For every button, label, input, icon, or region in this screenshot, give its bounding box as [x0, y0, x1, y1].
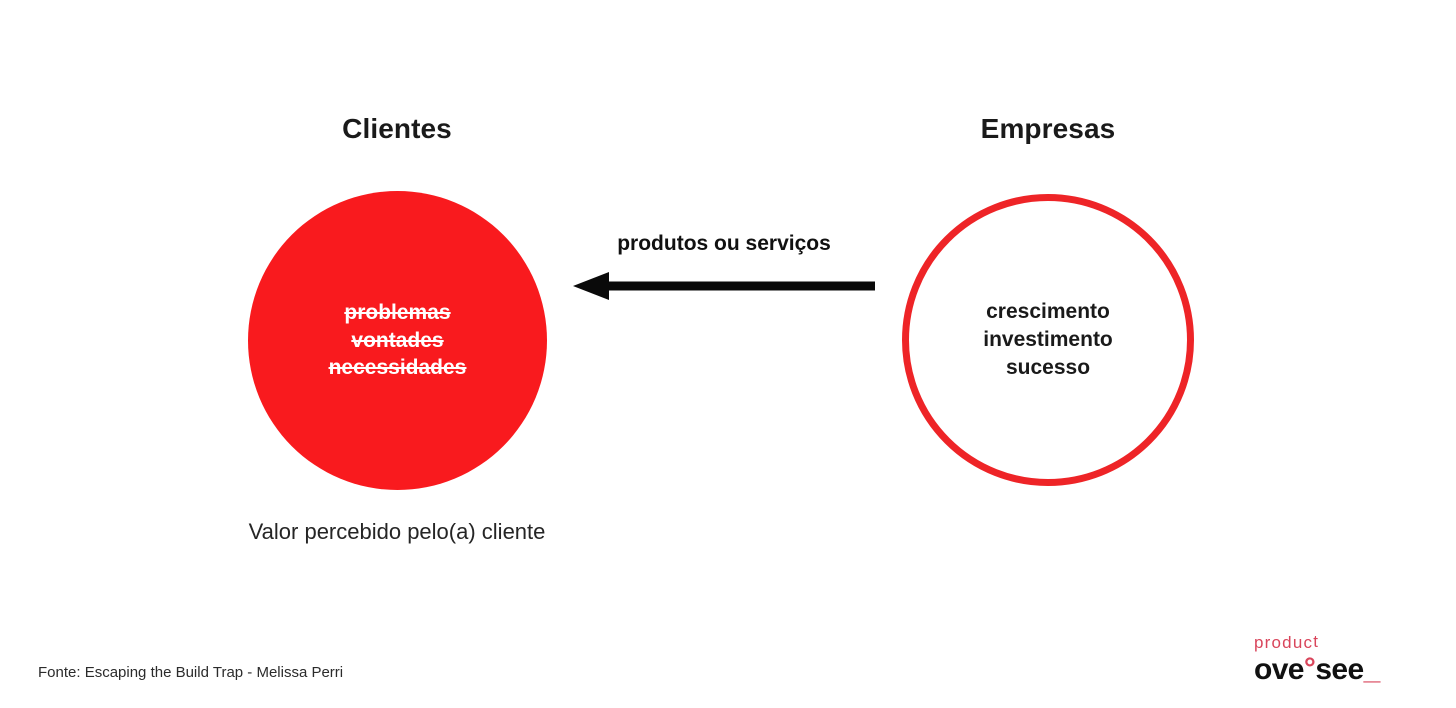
- logo-oversee-part2: see: [1315, 653, 1364, 686]
- logo-product-text: produc: [1254, 633, 1314, 652]
- logo-product-t: t: [1313, 632, 1320, 651]
- logo-degree-icon: °: [1303, 652, 1316, 685]
- logo-oversee-wordmark: ove°see_: [1254, 652, 1414, 686]
- clientes-circle: problemas vontades necessidades: [248, 191, 547, 490]
- arrow-label: produtos ou serviços: [617, 232, 831, 255]
- clientes-term-3: necessidades: [328, 356, 467, 380]
- column-heading-empresas: Empresas: [980, 113, 1116, 144]
- empresas-terms-list: crescimento investimento sucesso: [983, 298, 1113, 382]
- empresas-term-1: crescimento: [986, 300, 1110, 324]
- empresas-term-2: investimento: [983, 328, 1113, 352]
- empresas-circle: crescimento investimento sucesso: [902, 194, 1194, 486]
- column-heading-clientes: Clientes: [342, 113, 452, 144]
- logo-oversee-part1: ove: [1254, 653, 1305, 686]
- clientes-value-caption: Valor percebido pelo(a) cliente: [248, 519, 546, 544]
- logo-product-wordmark: product: [1254, 632, 1414, 652]
- clientes-term-2: vontades: [351, 328, 444, 352]
- logo-underscore: _: [1363, 653, 1381, 686]
- source-note: Fonte: Escaping the Build Trap - Melissa…: [38, 664, 344, 681]
- flow-arrow-group: produtos ou serviços: [573, 232, 875, 302]
- left-arrow-icon: [573, 272, 875, 300]
- empresas-term-3: sucesso: [1005, 355, 1091, 379]
- clientes-term-1: problemas: [344, 300, 451, 324]
- product-oversee-logo: product ove°see_: [1254, 632, 1414, 686]
- clientes-terms-list: problemas vontades necessidades: [329, 299, 467, 383]
